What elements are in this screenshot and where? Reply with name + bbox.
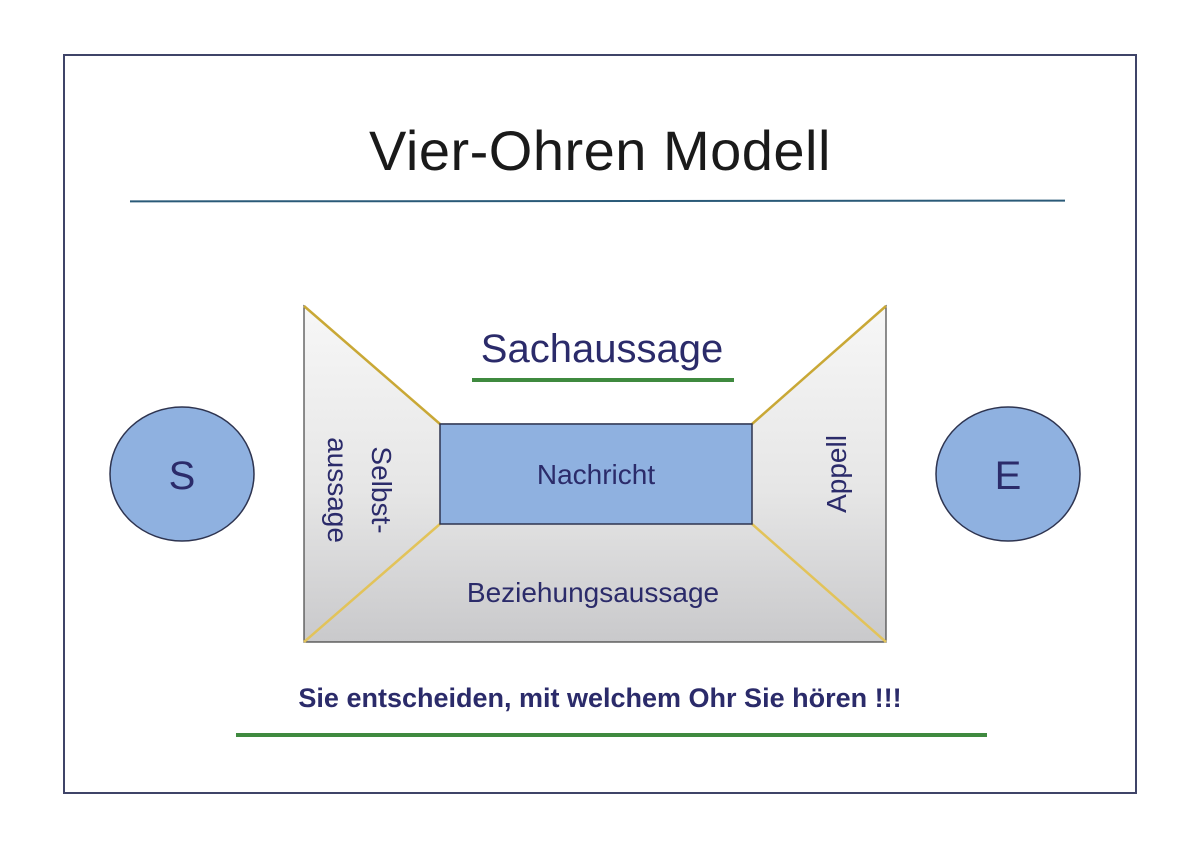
ear-left-label-line1: Selbst-: [366, 446, 397, 533]
message-box: [439, 423, 753, 525]
message-label: Nachricht: [537, 459, 655, 490]
receiver-label: E: [995, 454, 1022, 498]
top-right-diagonal: [751, 305, 887, 425]
sender-label: S: [169, 454, 196, 498]
page-title: Vier-Ohren Modell: [369, 119, 831, 182]
footer-underline: [236, 733, 987, 737]
bottom-left-diagonal: [303, 523, 441, 643]
ear-bottom-label: Beziehungsaussage: [467, 577, 719, 608]
sender-circle: [109, 406, 255, 542]
ear-top-label: Sachaussage: [481, 327, 723, 371]
ear-left-label-group: Selbst- aussage: [322, 437, 397, 543]
ear-right-label-group: Appell: [821, 435, 852, 513]
receiver-node: E: [935, 406, 1081, 542]
receiver-circle: [935, 406, 1081, 542]
ear-left-label-line2: aussage: [322, 437, 353, 543]
page-frame: [63, 54, 1137, 794]
ear-top-underline: [472, 378, 734, 382]
footer-statement: Sie entscheiden, mit welchem Ohr Sie hör…: [298, 683, 902, 713]
ear-right-label: Appell: [821, 435, 852, 513]
top-left-diagonal: [303, 305, 441, 425]
bottom-right-diagonal: [751, 523, 887, 643]
sender-node: S: [109, 406, 255, 542]
